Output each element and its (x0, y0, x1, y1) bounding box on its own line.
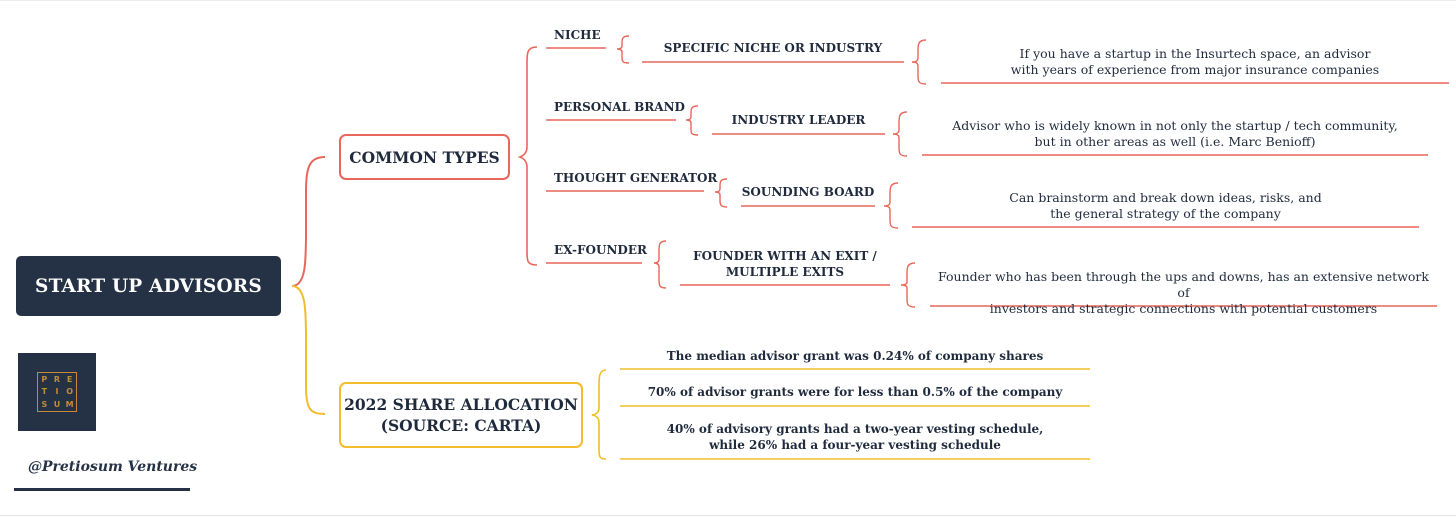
type-niche: NICHE (554, 28, 601, 42)
bracket-sub-2 (714, 178, 728, 208)
desc-thought-generator-line1: Can brainstorm and break down ideas, ris… (1009, 190, 1322, 205)
root-label: START UP ADVISORS (35, 275, 262, 297)
logo-letter: T (41, 387, 48, 397)
root-node: START UP ADVISORS (16, 256, 281, 316)
branch-common-types-label: COMMON TYPES (349, 147, 500, 167)
branch-share-label-line2: (SOURCE: CARTA) (380, 416, 542, 435)
sub-founder-exit: FOUNDER WITH AN EXIT / MULTIPLE EXITS (680, 248, 890, 280)
fact-median-grant-line1: The median advisor grant was 0.24% of co… (666, 349, 1044, 363)
desc-thought-generator-line2: the general strategy of the company (1050, 206, 1281, 221)
desc-niche: If you have a startup in the Insurtech s… (941, 46, 1449, 78)
desc-niche-line1: If you have a startup in the Insurtech s… (1019, 46, 1371, 61)
logo-letter: P (41, 374, 48, 384)
desc-personal-brand: Advisor who is widely known in not only … (922, 118, 1428, 150)
bracket-desc-2 (883, 182, 899, 229)
bracket-desc-0 (911, 39, 927, 85)
desc-niche-line2: with years of experience from major insu… (1010, 62, 1380, 77)
logo-letter: M (65, 400, 74, 410)
type-ex-founder: EX-FOUNDER (554, 243, 647, 257)
bracket-sub-3 (653, 240, 667, 289)
desc-personal-brand-line2: but in other areas as well (i.e. Marc Be… (1034, 134, 1316, 149)
bracket-share (591, 369, 607, 460)
bracket-desc-3 (900, 262, 916, 308)
sub-founder-exit-line2: MULTIPLE EXITS (725, 265, 845, 279)
desc-ex-founder-line1: Founder who has been through the ups and… (938, 269, 1429, 300)
brand-handle-underline (14, 488, 190, 491)
fact-grant-size: 70% of advisor grants were for less than… (620, 384, 1090, 400)
desc-thought-generator: Can brainstorm and break down ideas, ris… (912, 190, 1419, 222)
logo-letter: E (66, 374, 73, 384)
fact-vesting-line2: while 26% had a four-year vesting schedu… (709, 438, 1001, 452)
sub-sounding-board: SOUNDING BOARD (741, 185, 875, 199)
sub-founder-exit-line1: FOUNDER WITH AN EXIT / (693, 249, 877, 263)
sub-specific-niche: SPECIFIC NICHE OR INDUSTRY (663, 41, 883, 55)
fact-vesting: 40% of advisory grants had a two-year ve… (620, 421, 1090, 453)
bracket-common-types (517, 46, 538, 266)
fact-median-grant: The median advisor grant was 0.24% of co… (620, 348, 1090, 364)
logo-letter: R (53, 374, 61, 384)
logo-letter: U (53, 400, 61, 410)
logo-letter-grid: P R E T I O S U M (37, 372, 77, 412)
brand-handle: @Pretiosum Ventures (28, 459, 198, 475)
branch-common-types: COMMON TYPES (339, 134, 510, 180)
logo-letter: O (66, 387, 74, 397)
branch-share-allocation: 2022 SHARE ALLOCATION (SOURCE: CARTA) (339, 382, 583, 448)
connector-root-share (291, 285, 326, 415)
connector-root-common (291, 156, 326, 287)
logo-letter: I (55, 387, 59, 397)
desc-ex-founder-line2: investors and strategic connections with… (989, 301, 1378, 316)
type-thought-generator: THOUGHT GENERATOR (554, 171, 718, 185)
logo-letter: S (41, 400, 48, 410)
desc-personal-brand-line1: Advisor who is widely known in not only … (952, 118, 1398, 133)
bracket-sub-1 (685, 105, 699, 136)
fact-vesting-line1: 40% of advisory grants had a two-year ve… (666, 422, 1044, 436)
desc-ex-founder: Founder who has been through the ups and… (930, 269, 1437, 317)
branch-share-label-line1: 2022 SHARE ALLOCATION (344, 395, 578, 414)
bracket-sub-0 (616, 35, 630, 64)
pretiosum-logo: P R E T I O S U M (18, 353, 96, 431)
sub-industry-leader: INDUSTRY LEADER (731, 113, 866, 127)
bracket-desc-1 (892, 111, 908, 157)
type-personal-brand: PERSONAL BRAND (554, 100, 685, 114)
fact-grant-size-line1: 70% of advisor grants were for less than… (647, 385, 1063, 399)
